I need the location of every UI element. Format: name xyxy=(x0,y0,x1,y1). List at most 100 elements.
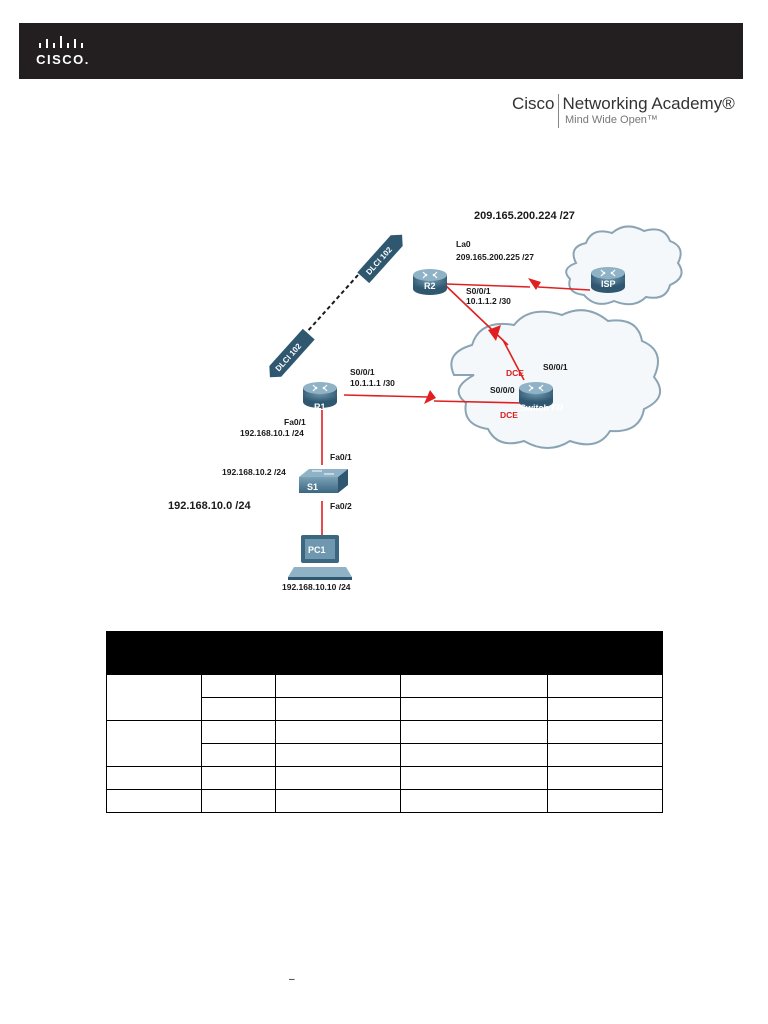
table-cell xyxy=(201,789,276,813)
table-cell xyxy=(400,674,548,698)
table-header-row xyxy=(106,631,663,675)
r2-loopback-ip: 209.165.200.225 /27 xyxy=(456,252,534,262)
device-label-pc1: PC1 xyxy=(308,545,326,555)
r1-serial-ip: 10.1.1.1 /30 xyxy=(350,378,395,388)
router-switch-fr[interactable]: Switch FR xyxy=(519,382,564,413)
table-cell xyxy=(275,766,401,790)
link-r2-frs-lower xyxy=(502,339,525,381)
device-label-r2: R2 xyxy=(424,281,436,291)
table-cell xyxy=(275,697,401,721)
device-label-isp: ISP xyxy=(601,279,616,289)
router-r1[interactable]: R1 xyxy=(303,382,337,412)
cisco-logo: CISCO. xyxy=(33,35,93,69)
table-header-cell xyxy=(547,631,663,675)
r2-serial-name: S0/0/1 xyxy=(466,286,491,296)
table-header-cell xyxy=(201,631,276,675)
router-r2[interactable]: R2 xyxy=(413,269,447,295)
table-cell xyxy=(547,743,663,767)
network-topology: DLCI 102 DLCI 102 R2 ISP xyxy=(158,205,702,597)
addressing-table xyxy=(106,631,663,813)
table-row xyxy=(106,720,663,767)
table-header-cell xyxy=(275,631,401,675)
zigzag-r1-frs xyxy=(424,390,436,404)
table-cell xyxy=(275,674,401,698)
zigzag-r2-frs xyxy=(488,325,501,341)
table-cell xyxy=(106,766,202,790)
table-cell xyxy=(106,720,202,767)
r1-serial-name: S0/0/1 xyxy=(350,367,375,377)
pc-pc1[interactable]: PC1 xyxy=(288,535,352,580)
network-label-lan: 192.168.10.0 /24 xyxy=(168,500,251,512)
r2-serial-ip: 10.1.1.2 /30 xyxy=(466,296,511,306)
dlci-arrow-lower: DLCI 102 xyxy=(269,328,315,378)
table-cell xyxy=(106,789,202,813)
dce-label-top: DCE xyxy=(506,368,524,378)
r1-fastethernet-ip: 192.168.10.1 /24 xyxy=(240,428,304,438)
table-cell xyxy=(201,766,276,790)
table-cell xyxy=(201,697,276,721)
table-cell xyxy=(275,743,401,767)
table-cell xyxy=(201,720,276,744)
router-arrows-icon xyxy=(528,384,544,392)
header-banner: CISCO. xyxy=(19,23,743,79)
table-cell xyxy=(547,789,663,813)
table-row xyxy=(107,697,663,721)
dce-label-bottom: DCE xyxy=(500,410,518,420)
brand-divider xyxy=(557,94,559,128)
frs-serial-s001: S0/0/1 xyxy=(543,362,568,372)
pc1-ip: 192.168.10.10 /24 xyxy=(282,582,351,592)
link-r2-isp-left xyxy=(445,283,531,288)
table-cell xyxy=(201,743,276,767)
table-cell xyxy=(547,674,663,698)
table-cell xyxy=(106,674,202,721)
zigzag-r2-isp xyxy=(528,278,541,290)
device-label-r1: R1 xyxy=(314,402,326,412)
router-arrows-icon xyxy=(600,269,616,277)
s1-port-fa02: Fa0/2 xyxy=(330,501,352,511)
frs-serial-s000: S0/0/0 xyxy=(490,385,515,395)
isp-cloud xyxy=(565,225,683,306)
table-cell xyxy=(400,766,548,790)
frame-relay-cloud xyxy=(450,309,662,449)
table-cell xyxy=(547,697,663,721)
r1-fastethernet-name: Fa0/1 xyxy=(284,417,306,427)
table-row xyxy=(106,789,663,813)
router-arrows-icon xyxy=(312,384,328,392)
router-arrows-icon xyxy=(422,271,438,279)
table-row xyxy=(106,674,663,721)
device-label-switch-fr: Switch FR xyxy=(520,403,564,413)
cisco-bars-icon xyxy=(39,36,83,48)
s1-ip: 192.168.10.2 /24 xyxy=(222,467,286,477)
table-cell xyxy=(547,766,663,790)
page-footer-mark: – xyxy=(289,974,295,985)
table-cell xyxy=(400,720,548,744)
link-r1-frs-right xyxy=(433,400,525,404)
table-row xyxy=(106,766,663,790)
academy-name-networking: Networking Academy® xyxy=(562,94,735,113)
table-cell xyxy=(400,743,548,767)
switch-s1[interactable]: S1 xyxy=(299,469,348,493)
dlci-arrow-upper: DLCI 102 xyxy=(357,234,403,284)
device-label-s1: S1 xyxy=(307,482,318,492)
table-header-cell xyxy=(106,631,202,675)
router-isp[interactable]: ISP xyxy=(591,267,625,293)
link-r1-frs-left xyxy=(343,394,429,398)
table-cell xyxy=(400,789,548,813)
table-cell xyxy=(275,789,401,813)
academy-tagline: Mind Wide Open™ xyxy=(565,114,658,126)
academy-name-cisco: Cisco xyxy=(512,94,555,113)
r2-loopback-name: La0 xyxy=(456,239,471,249)
cisco-wordmark: CISCO. xyxy=(36,52,90,67)
topology-diagram: DLCI 102 DLCI 102 R2 ISP xyxy=(168,210,683,592)
table-cell xyxy=(201,674,276,698)
table-header-cell xyxy=(400,631,548,675)
link-r2-isp-right xyxy=(537,286,591,291)
table-cell xyxy=(275,720,401,744)
pvc-dashed-line xyxy=(305,274,359,334)
table-row xyxy=(107,743,663,767)
s1-port-fa01: Fa0/1 xyxy=(330,452,352,462)
table-cell xyxy=(400,697,548,721)
switch-arrows-icon xyxy=(312,470,334,475)
table-cell xyxy=(547,720,663,744)
academy-brand: Cisco Networking Academy® Mind Wide Open™ xyxy=(512,94,735,134)
